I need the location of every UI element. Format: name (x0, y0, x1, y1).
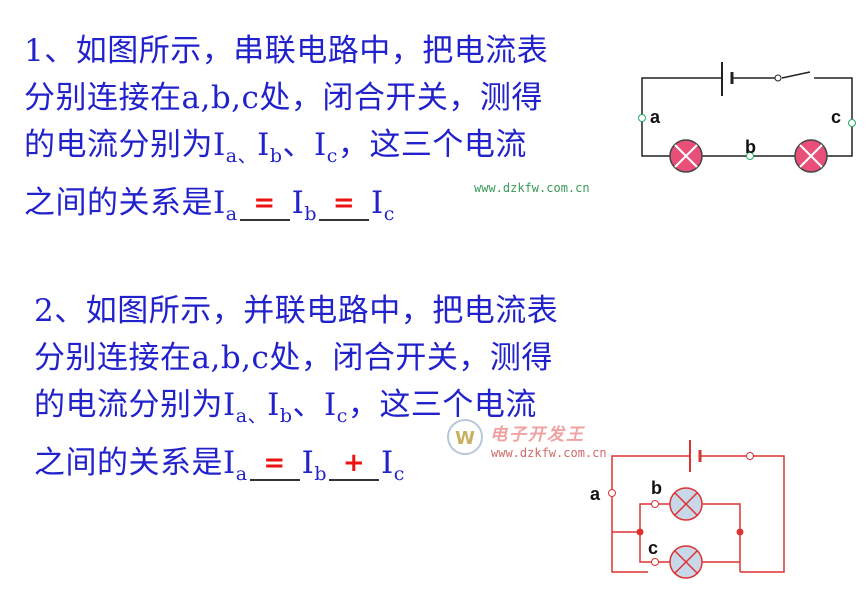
junction-left (636, 528, 644, 536)
label-c: c (831, 107, 841, 127)
lamp-1-icon (669, 139, 703, 173)
switch-terminal (746, 452, 754, 460)
q1-line-4: 之间的关系是Ia=Ib=Ic (24, 185, 395, 225)
wire (740, 455, 785, 573)
point-c (848, 119, 856, 127)
label-b: b (745, 137, 756, 157)
q1-line-1: 1、如图所示，串联电路中，把电流表 (24, 33, 549, 69)
q2-answer-ab: = (249, 447, 300, 481)
point-a (608, 489, 616, 497)
wire (641, 77, 722, 118)
watermark-logo-icon: W (447, 419, 483, 455)
label-a: a (590, 484, 601, 504)
wire (827, 126, 853, 157)
wire (641, 118, 670, 157)
wire (612, 503, 652, 533)
q1-line-2: 分别连接在a,b,c处，闭合开关，测得 (24, 80, 543, 116)
switch-terminal (774, 74, 782, 82)
q1-line-3: 的电流分别为Ia、Ib、Ic，这三个电流 (24, 127, 527, 167)
point-c (651, 558, 659, 566)
svg-text:W: W (455, 428, 475, 449)
q2-line-2: 分别连接在a,b,c处，闭合开关，测得 (34, 340, 553, 376)
question-1-text: 1、如图所示，串联电路中，把电流表 分别连接在a,b,c处，闭合开关，测得 的电… (24, 28, 548, 238)
label-a: a (650, 107, 661, 127)
wire (611, 455, 690, 490)
label-b: b (651, 478, 662, 498)
q2-line-3: 的电流分别为Ia、Ib、Ic，这三个电流 (34, 387, 537, 427)
q2-watermark-title: 电子开发王 (490, 425, 585, 445)
q1-watermark: www.dzkfw.com.cn (474, 181, 590, 195)
q1-answer-bc: = (319, 187, 369, 221)
point-b (746, 152, 754, 160)
wire (611, 496, 648, 573)
wire (639, 532, 652, 563)
wire (814, 77, 853, 120)
lamp-3-icon (669, 487, 703, 521)
q2-line-4: 之间的关系是Ia=Ib+Ic (34, 445, 405, 485)
switch-blade (781, 71, 811, 79)
point-a (638, 114, 646, 122)
label-c: c (648, 538, 658, 558)
lamp-2-icon (794, 139, 828, 173)
q2-watermark: www.dzkfw.com.cn (491, 446, 607, 460)
q1-answer-ab: = (239, 187, 290, 221)
point-b (651, 500, 659, 508)
junction-right (736, 528, 744, 536)
question-2-text: 2、如图所示，并联电路中，把电流表 分别连接在a,b,c处，闭合开关，测得 的电… (34, 288, 558, 498)
q2-line-1: 2、如图所示，并联电路中，把电流表 (34, 293, 559, 329)
q2-answer-bc: + (329, 447, 379, 481)
wire (702, 503, 741, 572)
lamp-4-icon (669, 545, 703, 579)
